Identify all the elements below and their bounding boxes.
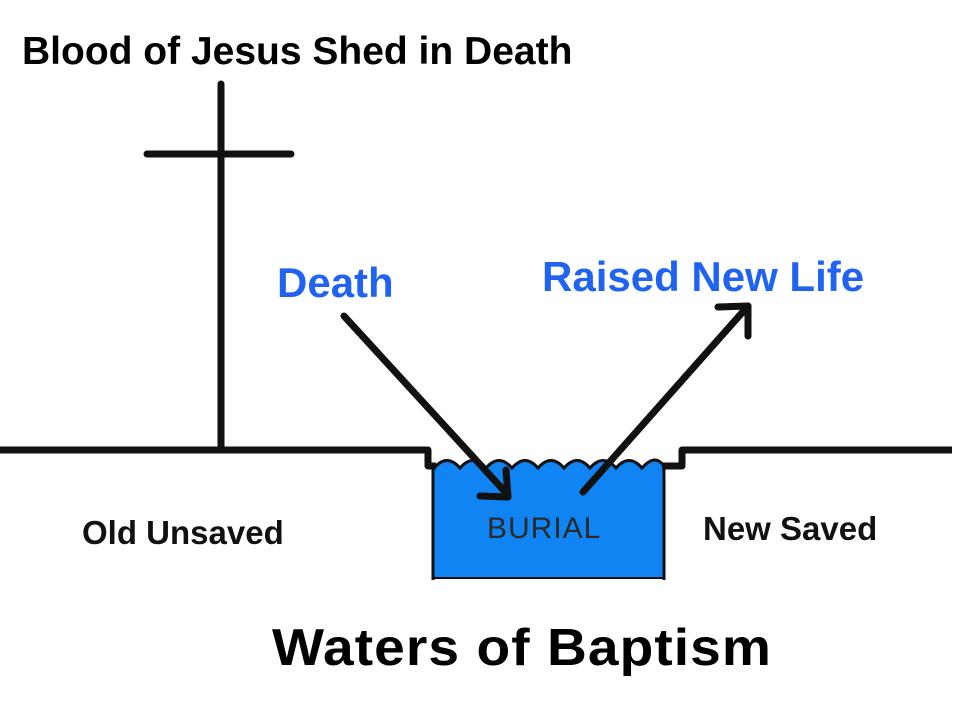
ground-right [662,446,952,470]
raised-new-life-label: Raised New Life [542,253,865,300]
diagram-caption: Waters of Baptism [272,619,772,677]
ground-left [0,446,436,470]
ground [0,446,952,470]
raised-arrow-icon [579,302,752,496]
death-label: Death [277,259,394,306]
cross-icon [143,80,295,454]
diagram-title: Blood of Jesus Shed in Death [22,30,573,73]
new-saved-label: New Saved [703,510,878,547]
old-unsaved-label: Old Unsaved [82,514,284,551]
death-arrow-icon [340,312,512,501]
water-fill [434,459,664,578]
burial-label: BURIAL [487,512,602,545]
water-pool [431,458,666,580]
